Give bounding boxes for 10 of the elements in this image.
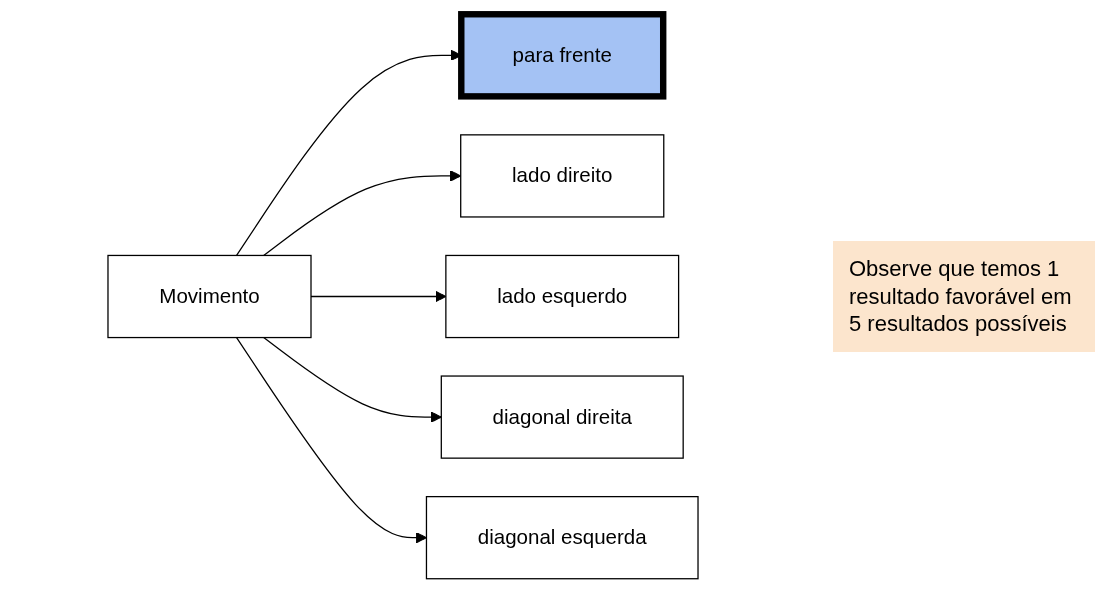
flowchart: Movimento para frente lado direito lado esquerdo diagonal direita diagonal esquerda: [23, 4, 783, 589]
arrow: [263, 336, 442, 423]
arrow: [235, 336, 427, 544]
node-box: [458, 11, 667, 100]
node-box: [445, 254, 680, 339]
node-box: [107, 254, 312, 339]
node-box: [440, 375, 684, 459]
node-box: [460, 134, 665, 218]
note-box: Observe que temos 1 resultado favorável em 5 resultados possíveis: [833, 241, 1095, 352]
node-box: [425, 496, 699, 580]
